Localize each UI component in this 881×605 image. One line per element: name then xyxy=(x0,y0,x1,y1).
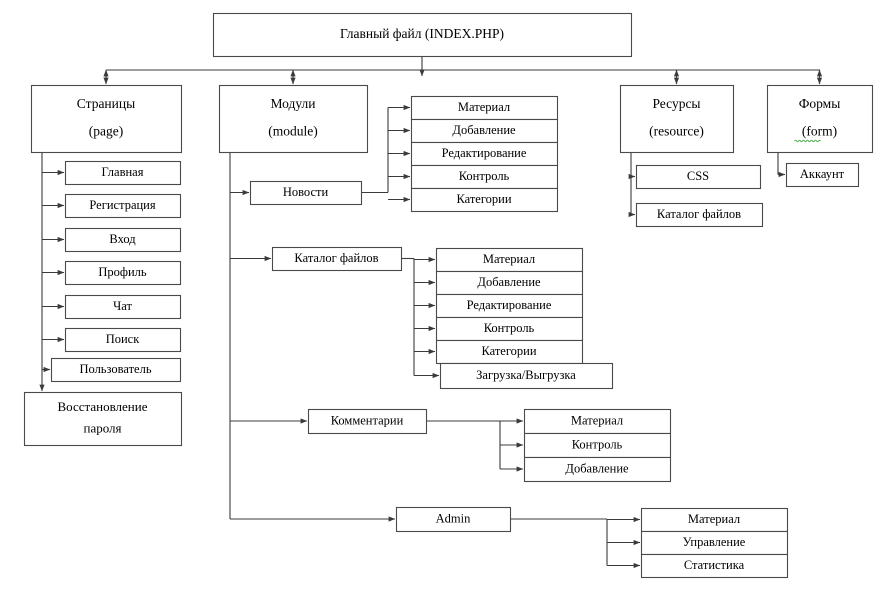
node-label: Загрузка/Выгрузка xyxy=(476,368,576,382)
comments-item-контроль[interactable]: Контроль xyxy=(523,432,672,459)
node-label: Admin xyxy=(436,511,471,525)
admin-item-статистика[interactable]: Статистика xyxy=(640,553,789,579)
node-label: Контроль xyxy=(572,437,623,451)
news-item-категории[interactable]: Категории xyxy=(410,187,559,213)
news-item-контроль[interactable]: Контроль xyxy=(410,164,559,190)
spellcheck-underline xyxy=(794,139,821,143)
node-label: Редактирование xyxy=(442,146,527,160)
node-label: Формы xyxy=(799,96,841,111)
node-label: Контроль xyxy=(484,321,535,335)
node-label: Контроль xyxy=(459,169,510,183)
node-label: Управление xyxy=(683,535,746,549)
node-label: Восстановление xyxy=(57,399,147,414)
connector-layer xyxy=(39,56,823,569)
node-label: Вход xyxy=(109,232,136,246)
node-label: Редактирование xyxy=(467,298,552,312)
node-label: Добавление xyxy=(452,123,516,137)
node-label: Поиск xyxy=(106,332,141,346)
news-item-материал[interactable]: Материал xyxy=(410,95,559,121)
top-node-forms[interactable]: Формы (form) xyxy=(766,84,874,154)
files-item-редактирование[interactable]: Редактирование xyxy=(435,293,584,319)
node-layer: Главный файл (INDEX.PHP) Страницы (page) Мо… xyxy=(23,12,874,579)
node-label: Страницы xyxy=(77,96,135,111)
admin-item-управление[interactable]: Управление xyxy=(640,530,789,556)
files-item-добавление[interactable]: Добавление xyxy=(435,270,584,296)
module-child-comments[interactable]: Комментарии xyxy=(307,408,428,435)
node-label: Новости xyxy=(283,185,329,199)
node-label: Чат xyxy=(113,299,132,313)
node-sublabel: (module) xyxy=(268,124,318,139)
page-child-password-recovery[interactable]: Восстановление пароля xyxy=(23,391,183,447)
node-sublabel: (form) xyxy=(802,124,837,139)
top-node-pages[interactable]: Страницы (page) xyxy=(30,84,183,154)
node-label: Материал xyxy=(458,100,510,114)
form-child-аккаунт[interactable]: Аккаунт xyxy=(785,162,860,188)
top-node-resources[interactable]: Ресурсы (resource) xyxy=(619,84,735,154)
node-label: Каталог файлов xyxy=(657,207,741,221)
node-label: Добавление xyxy=(477,275,541,289)
node-label: Аккаунт xyxy=(800,167,845,181)
node-label: Категории xyxy=(456,192,511,206)
comments-item-материал[interactable]: Материал xyxy=(523,408,672,435)
node-label: Категории xyxy=(481,344,536,358)
node-label: Главная xyxy=(102,165,144,179)
page-child-регистрация[interactable]: Регистрация xyxy=(64,193,182,219)
node-label: Материал xyxy=(688,512,740,526)
page-child-профиль[interactable]: Профиль xyxy=(64,260,182,286)
root-node-index-php[interactable]: Главный файл (INDEX.PHP) xyxy=(212,12,633,58)
module-child-news[interactable]: Новости xyxy=(249,180,363,206)
page-child-чат[interactable]: Чат xyxy=(64,294,182,320)
resource-child-css[interactable]: CSS xyxy=(635,164,762,190)
news-item-добавление[interactable]: Добавление xyxy=(410,118,559,144)
node-label: Статистика xyxy=(684,558,745,572)
files-item-материал[interactable]: Материал xyxy=(435,247,584,273)
page-child-пользователь[interactable]: Пользователь xyxy=(50,357,182,383)
top-node-modules[interactable]: Модули (module) xyxy=(218,84,369,154)
node-label: Модули xyxy=(270,96,315,111)
node-sublabel: пароля xyxy=(83,421,121,436)
page-child-поиск[interactable]: Поиск xyxy=(64,327,182,353)
node-label: Пользователь xyxy=(79,362,151,376)
node-label: Материал xyxy=(483,252,535,266)
node-label: Профиль xyxy=(98,265,147,279)
news-item-редактирование[interactable]: Редактирование xyxy=(410,141,559,167)
node-sublabel: (resource) xyxy=(649,124,704,139)
files-item-категории[interactable]: Категории xyxy=(435,339,584,365)
files-item-upload-download[interactable]: Загрузка/Выгрузка xyxy=(439,362,614,390)
comments-item-добавление[interactable]: Добавление xyxy=(523,456,672,483)
node-label: Материал xyxy=(571,413,623,427)
node-label: Регистрация xyxy=(89,198,155,212)
node-label: Каталог файлов xyxy=(294,251,378,265)
node-label: CSS xyxy=(687,169,709,183)
node-sublabel: (page) xyxy=(89,124,123,139)
files-item-контроль[interactable]: Контроль xyxy=(435,316,584,342)
node-label: Добавление xyxy=(565,461,629,475)
node-label: Ресурсы xyxy=(652,96,700,111)
module-child-admin[interactable]: Admin xyxy=(395,506,512,533)
module-child-files[interactable]: Каталог файлов xyxy=(271,246,403,272)
node-label: Главный файл (INDEX.PHP) xyxy=(340,26,504,41)
node-label: Комментарии xyxy=(331,413,404,427)
resource-child-каталог-файлов[interactable]: Каталог файлов xyxy=(635,202,764,228)
page-child-вход[interactable]: Вход xyxy=(64,227,182,253)
admin-item-материал[interactable]: Материал xyxy=(640,507,789,533)
page-child-главная[interactable]: Главная xyxy=(64,160,182,186)
